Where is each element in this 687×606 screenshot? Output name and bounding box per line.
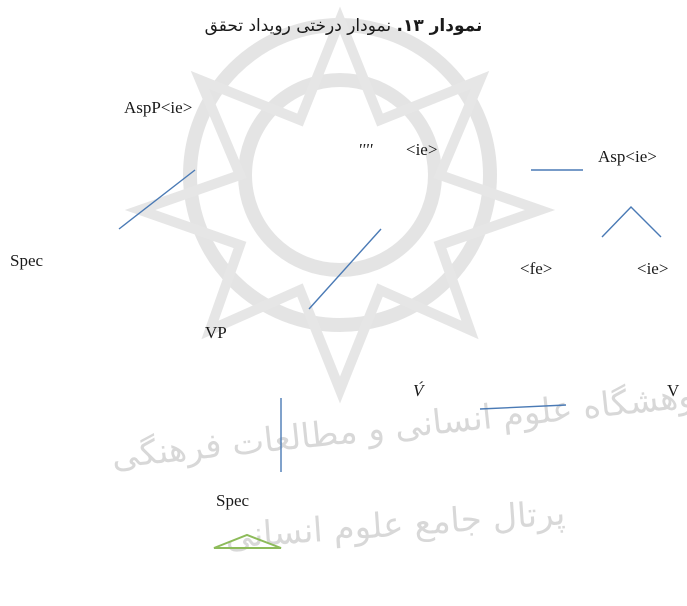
node-fe: <fe> [520, 259, 553, 278]
node-quote-mark: '''' [358, 140, 373, 159]
title-number: نمودار ۱۳. [396, 16, 483, 36]
node-v: V [667, 381, 680, 400]
branch-asp-split [601, 206, 662, 238]
branch-asp-p-to-spec [118, 169, 196, 230]
node-ie-top: <ie> [406, 140, 438, 159]
node-asp: Asp<ie> [598, 147, 657, 166]
diagram-title: نمودار ۱۳. نمودار درختی رویداد تحقق [0, 16, 687, 36]
node-spec-bottom: Spec [216, 491, 250, 510]
node-asp-p: AspP<ie> [124, 98, 193, 117]
spec-triangle [213, 533, 282, 549]
node-ie-right: <ie> [637, 259, 669, 278]
node-vp: VP [205, 323, 227, 342]
branch-asp-p-to-vp [308, 228, 382, 310]
title-text: نمودار درختی رویداد تحقق [204, 16, 397, 36]
branch-v [479, 404, 567, 410]
node-spec-left: Spec [10, 251, 44, 270]
node-v-bar: V́ [413, 381, 424, 400]
